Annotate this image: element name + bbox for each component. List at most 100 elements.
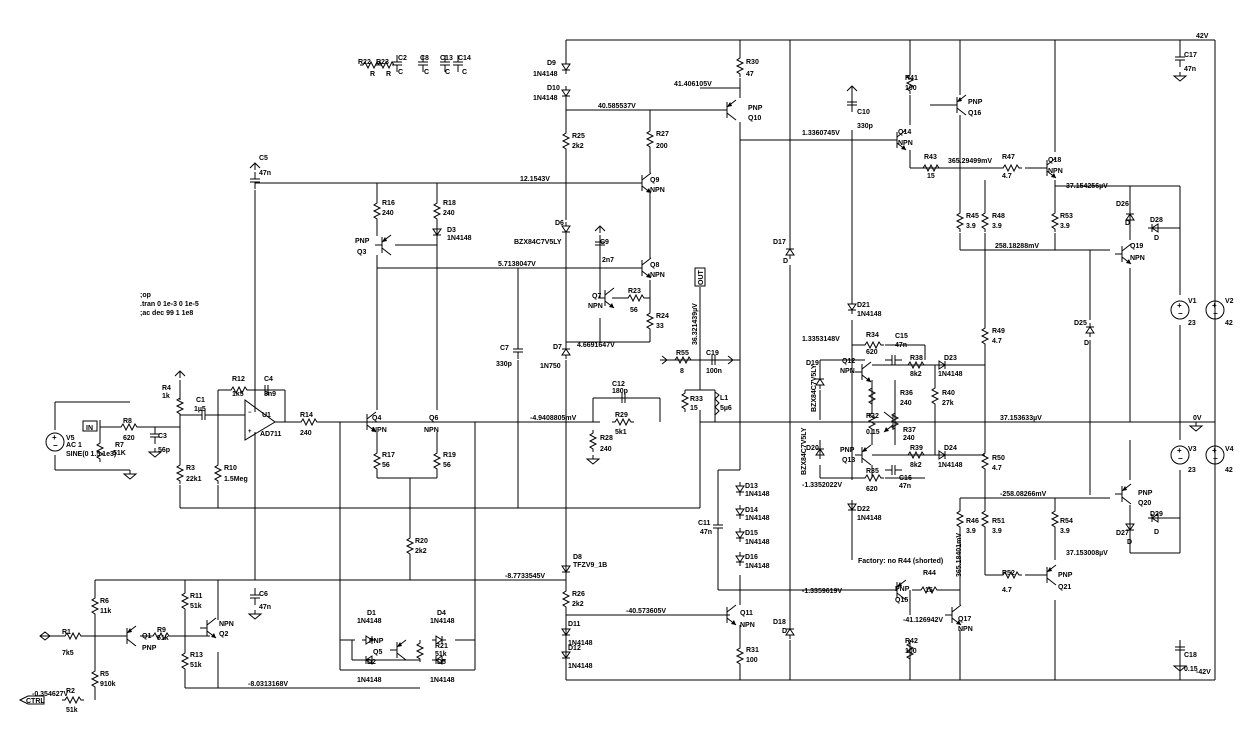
c4-name: C4 [264,376,273,383]
q3-type: PNP [355,238,370,245]
r10-value: 1.5Meg [224,476,248,483]
r19-value: 56 [443,462,451,469]
q3-name: Q3 [357,249,366,256]
c12-name: C12 [612,381,625,388]
node-voltage: 37.153008µV [1066,550,1108,557]
ports: IN OUT CTRL 42V -42V 0V [26,33,1211,705]
r37-name: R37 [903,427,916,434]
unplaced-c-c: C [445,69,450,76]
r51-value: 3.9 [992,528,1002,535]
d16-value: 1N4148 [745,563,770,570]
r54-value: 3.9 [1060,528,1070,535]
q13-name: Q13 [842,457,855,464]
q21-type: PNP [1058,572,1073,579]
q14-name: Q14 [898,129,911,136]
r31-name: R31 [746,647,759,654]
unplaced-c8: C8 [420,55,429,62]
d29-value: D [1154,529,1159,536]
d1-value: 1N4148 [357,618,382,625]
r24-value: 33 [656,323,664,330]
port-in: IN [86,425,93,432]
d1-name: D1 [367,610,376,617]
d14-name: D14 [745,507,758,514]
r40-name: R40 [942,390,955,397]
r8-name: R8 [123,418,132,425]
r35-value: 620 [866,486,878,493]
d27-value: D [1127,539,1132,546]
d5-value: 1N4148 [430,677,455,684]
svg-text:+: + [248,429,252,435]
d19-name: D19 [806,360,819,367]
v2-value: 42 [1225,320,1233,327]
c1-value: 1µ5 [194,406,206,413]
node-voltage: 37.154256µV [1066,183,1108,190]
d27-name: D27 [1116,530,1129,537]
c7-name: C7 [500,345,509,352]
u1-value: AD711 [260,431,282,438]
node-voltage: -8.0313168V [248,681,288,688]
d26-name: D26 [1116,201,1129,208]
r3-name: R3 [186,465,195,472]
unplaced-c13: C13 [440,55,453,62]
d22-value: 1N4148 [857,515,882,522]
r8-value: 620 [123,435,135,442]
q15-name: Q15 [895,597,908,604]
q12-name: Q12 [842,358,855,365]
v2-name: V2 [1225,298,1234,305]
d24-name: D24 [944,445,957,452]
r2-name: R2 [66,688,75,695]
r46-value: 3.9 [966,528,976,535]
c1-name: C1 [196,397,205,404]
r7-name: R7 [115,442,124,449]
r36-name: R36 [900,390,913,397]
node-voltage: 365.18401mV [956,533,963,577]
r26-name: R26 [572,591,585,598]
d18-name: D18 [773,619,786,626]
c19-name: C19 [706,350,719,357]
r31-value: 100 [746,657,758,664]
d10-value: 1N4148 [533,95,558,102]
d8-value: TFZV9_1B [573,562,607,569]
r2-value: 51k [66,707,78,714]
d12-value: 1N4148 [568,663,593,670]
q10-type: PNP [748,105,763,112]
d15-value: 1N4148 [745,539,770,546]
r10-name: R10 [224,465,237,472]
port-ctrl: CTRL [26,698,45,705]
d21-name: D21 [857,302,870,309]
r20-value: 2k2 [415,548,427,555]
v5-value2: SINE(0 1.5 1e3) [66,451,116,458]
r49-value: 4.7 [992,338,1002,345]
d23-value: 1N4148 [938,371,963,378]
q7-name: Q7 [592,293,601,300]
c12-value: 180p [612,388,628,395]
c18-value: 0.15 [1184,666,1198,673]
d26-value: D [1125,220,1130,227]
q12-type: NPN [840,368,855,375]
q14-type: NPN [898,140,913,147]
d2-value: 1N4148 [357,677,382,684]
v3-name: V3 [1188,446,1197,453]
r47-value: 4.7 [1002,173,1012,180]
v5-name: V5 [66,435,75,442]
node-voltage: 1.3353148V [802,336,840,343]
r4-value: 1k [162,393,170,400]
directive-ac: ;ac dec 99 1 1e8 [140,310,193,317]
r49-name: R49 [992,328,1005,335]
r45-value: 3.9 [966,223,976,230]
c15-name: C15 [895,333,908,340]
unplaced-r-a: R [370,71,375,78]
r33-name: R33 [690,396,703,403]
q7-type: NPN [588,303,603,310]
v4-name: V4 [1225,446,1234,453]
r48-value: 3.9 [992,223,1002,230]
r42-name: R42 [905,638,918,645]
supply-pos: 42V [1196,33,1209,40]
r26-value: 2k2 [572,601,584,608]
r12-name: R12 [232,376,245,383]
d9-value: 1N4148 [533,71,558,78]
c7-value: 330p [496,361,512,368]
unplaced-r23: R23 [376,59,389,66]
node-voltage: -0.354627V [32,691,69,698]
r9-value: 51k [157,635,169,642]
